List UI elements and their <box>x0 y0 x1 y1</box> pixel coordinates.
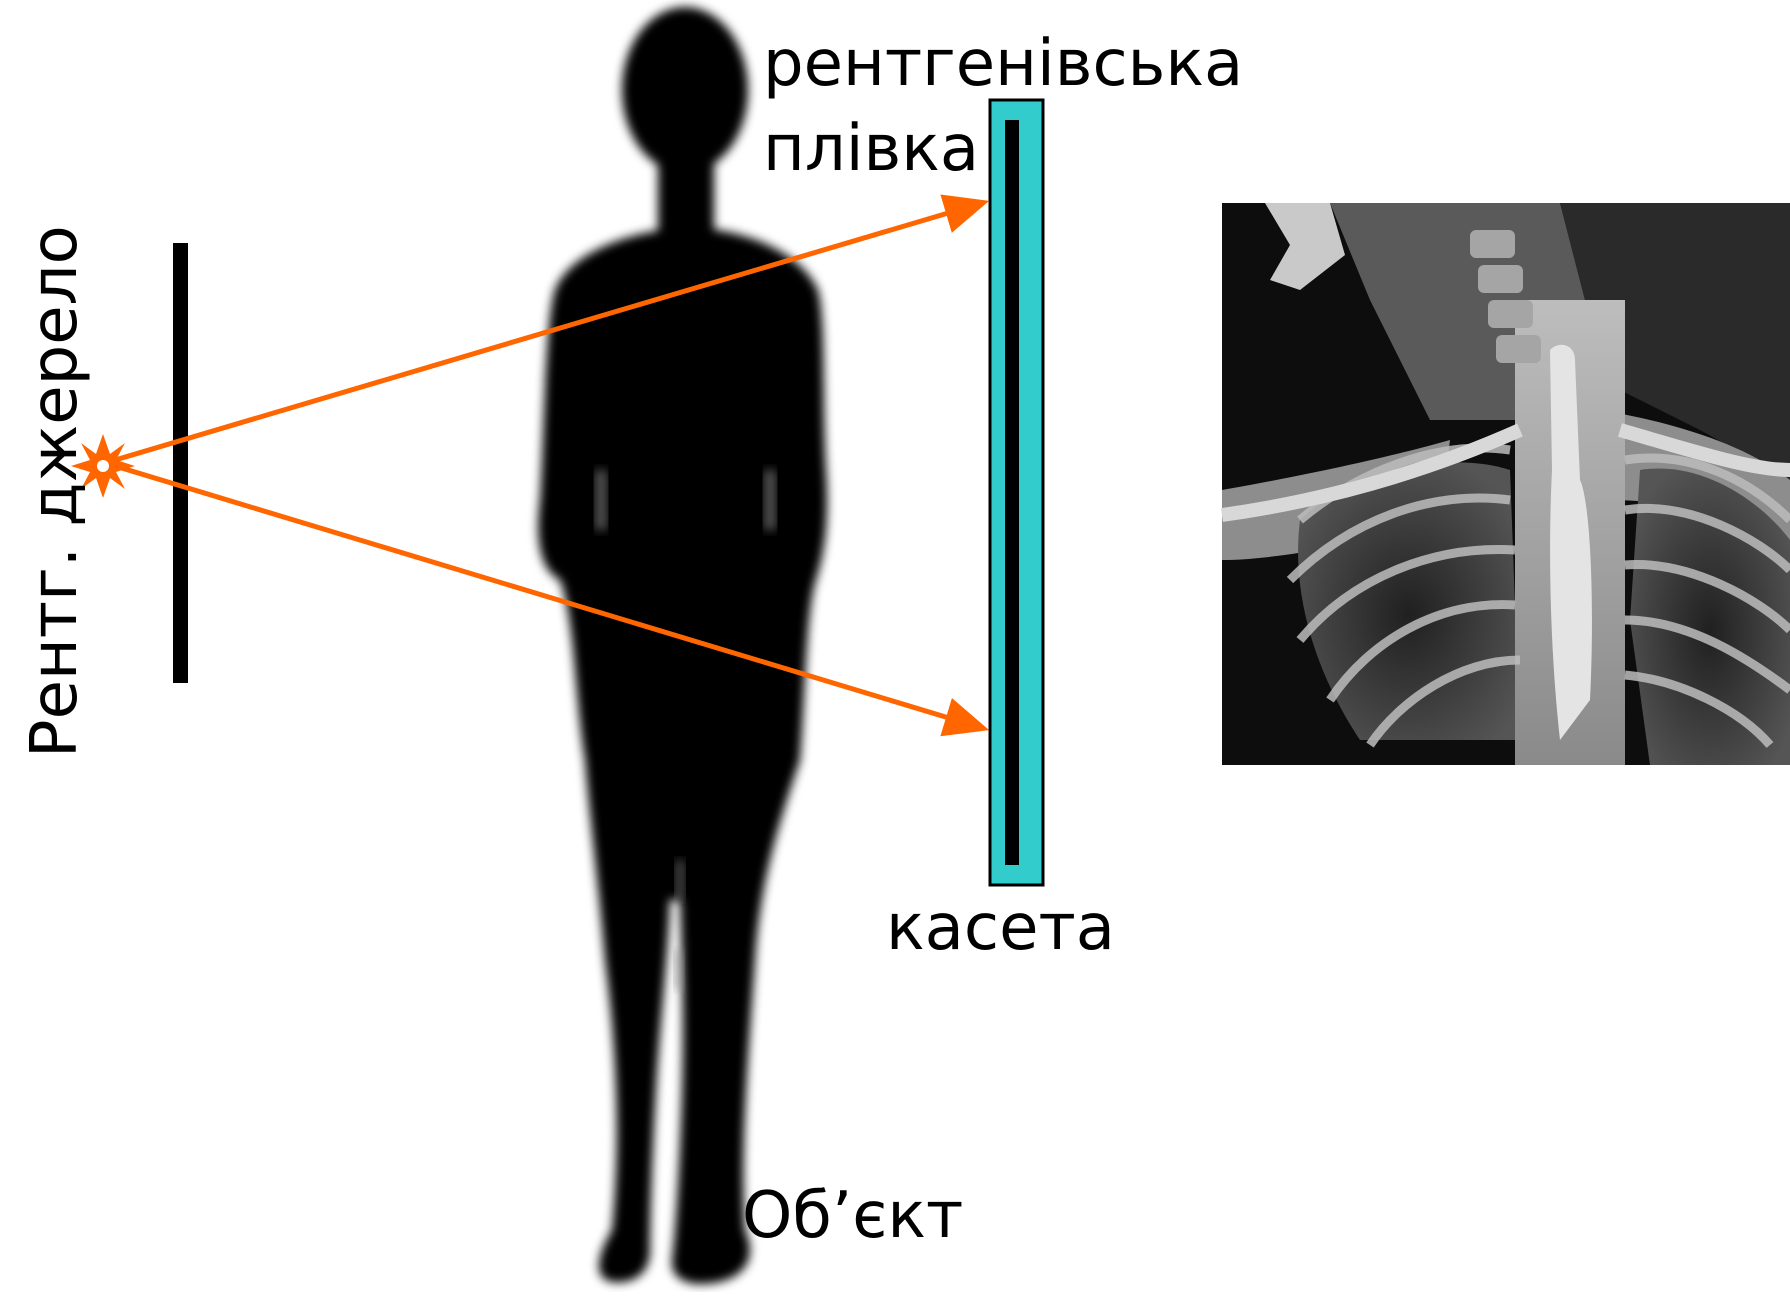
chest-xray-image <box>1222 203 1790 765</box>
collimator-bar <box>173 243 188 683</box>
xray-source-label: Рентг. джерело <box>23 225 87 758</box>
human-silhouette-icon <box>538 7 827 1284</box>
film-label-line1: рентгенівська <box>763 32 1243 96</box>
object-label: Об’єкт <box>742 1184 963 1248</box>
film-label-line2: плівка <box>763 117 979 181</box>
ray-upper <box>105 203 982 463</box>
cassette-label: касета <box>886 896 1115 960</box>
xray-film <box>1005 120 1019 865</box>
